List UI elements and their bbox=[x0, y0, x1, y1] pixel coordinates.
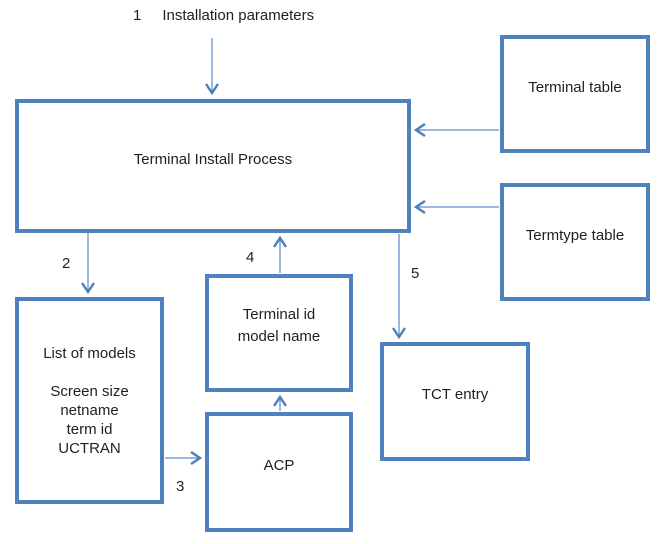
box-tct-entry-label: TCT entry bbox=[421, 386, 489, 403]
list-of-models-title: List of models bbox=[43, 344, 136, 362]
box-termtype-table: Termtype table bbox=[500, 183, 650, 301]
list-of-models-line-screen-size: Screen size bbox=[50, 382, 129, 400]
box-termtype-table-label: Termtype table bbox=[525, 226, 625, 244]
terminal-id-line2: model name bbox=[237, 328, 321, 345]
box-terminal-table-label: Terminal table bbox=[528, 78, 622, 96]
step1-text: Installation parameters bbox=[162, 7, 315, 24]
terminal-id-line1: Terminal id bbox=[242, 306, 316, 323]
box-terminal-install-process: Terminal Install Process bbox=[15, 99, 411, 233]
step3-number: 3 bbox=[176, 478, 185, 495]
box-list-of-models: List of models Screen size netname term … bbox=[15, 297, 164, 504]
box-acp: ACP bbox=[205, 412, 353, 532]
list-of-models-line-uctran: UCTRAN bbox=[58, 439, 121, 457]
step1-annotation: 1 Installation parameters bbox=[133, 7, 314, 24]
box-acp-label: ACP bbox=[263, 456, 295, 474]
step2-number: 2 bbox=[62, 255, 71, 272]
step4-number: 4 bbox=[246, 249, 255, 266]
box-terminal-id-model-name: Terminal id model name bbox=[205, 274, 353, 392]
box-terminal-table: Terminal table bbox=[500, 35, 650, 153]
step5-number: 5 bbox=[411, 265, 420, 282]
step1-number: 1 bbox=[133, 7, 142, 24]
list-of-models-line-netname: netname bbox=[60, 401, 119, 419]
box-terminal-install-process-label: Terminal Install Process bbox=[133, 150, 293, 168]
list-of-models-line-term-id: term id bbox=[66, 420, 113, 438]
box-tct-entry: TCT entry bbox=[380, 342, 530, 461]
